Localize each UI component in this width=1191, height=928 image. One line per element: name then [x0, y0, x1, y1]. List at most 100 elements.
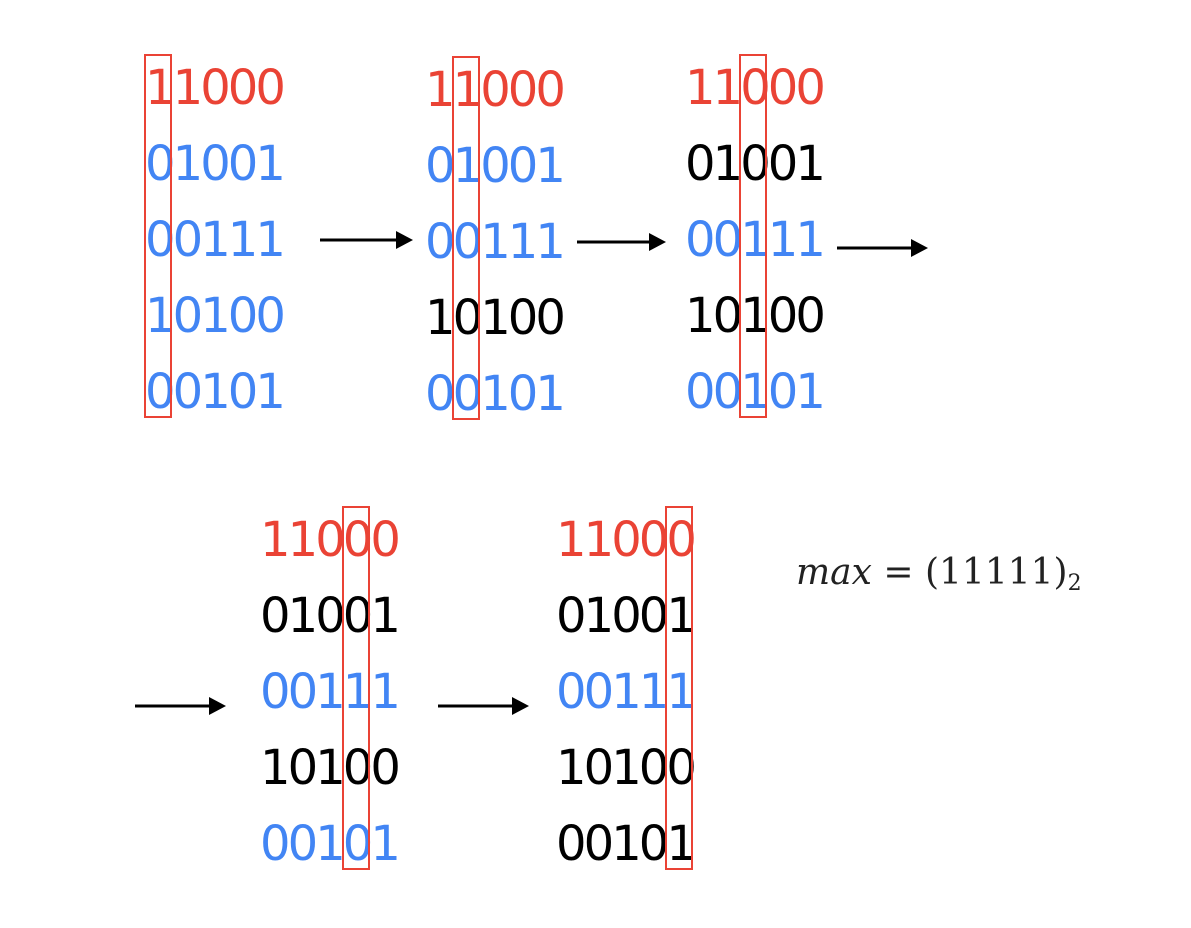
bit-digit: 0 — [227, 364, 259, 420]
bit-digit: 1 — [255, 136, 286, 192]
bit-digit: 0 — [767, 136, 799, 192]
column-highlight-box — [341, 506, 370, 870]
bit-digit: 1 — [200, 212, 231, 268]
max-formula: max = (11111)2 — [796, 552, 1082, 596]
bit-digit: 1 — [583, 512, 615, 568]
bit-digit: 1 — [425, 62, 456, 118]
bit-digit: 1 — [200, 364, 231, 420]
bit-digit: 0 — [638, 512, 670, 568]
bit-digit: 1 — [767, 212, 799, 268]
bit-digit: 1 — [685, 60, 716, 116]
bit-digit: 0 — [370, 512, 401, 568]
bit-digit: 0 — [583, 740, 615, 796]
bit-row: 01001 — [685, 134, 826, 194]
bit-digit: 0 — [287, 664, 319, 720]
bit-digit: 0 — [200, 60, 231, 116]
column-highlight-box — [451, 56, 480, 420]
bit-digit: 1 — [425, 290, 456, 346]
bit-digit: 0 — [583, 816, 615, 872]
bit-digit: 0 — [425, 214, 456, 270]
bit-digit: 1 — [255, 212, 286, 268]
bit-digit: 0 — [287, 740, 319, 796]
bit-row: 11000 — [556, 510, 697, 570]
bit-digit: 0 — [260, 664, 291, 720]
bit-digit: 1 — [260, 740, 291, 796]
bit-digit: 0 — [315, 512, 346, 568]
bit-digit: 1 — [795, 212, 826, 268]
bit-row: 11000 — [145, 58, 286, 118]
bit-digit: 0 — [370, 740, 401, 796]
arrow-icon — [577, 233, 666, 251]
bit-digit: 1 — [287, 588, 319, 644]
bit-digit: 0 — [260, 588, 291, 644]
bit-digit: 0 — [507, 138, 539, 194]
bit-digit: 0 — [638, 740, 670, 796]
bit-digit: 1 — [507, 214, 539, 270]
bit-row: 00101 — [260, 814, 401, 874]
bit-digit: 1 — [260, 512, 291, 568]
bit-digit: 0 — [767, 60, 799, 116]
bit-digit: 0 — [535, 62, 566, 118]
bit-digit: 0 — [638, 816, 670, 872]
bit-digit: 0 — [480, 62, 511, 118]
bit-digit: 0 — [255, 288, 286, 344]
bit-digit: 0 — [712, 212, 744, 268]
bit-digit: 0 — [685, 212, 716, 268]
bit-digit: 1 — [370, 816, 401, 872]
bit-digit: 1 — [535, 214, 566, 270]
bit-digit: 0 — [507, 62, 539, 118]
formula-equals: = — [883, 552, 914, 593]
column-highlight-box — [739, 54, 768, 418]
bit-digit: 0 — [685, 136, 716, 192]
bit-digit: 1 — [556, 740, 587, 796]
bit-digit: 1 — [172, 60, 204, 116]
bit-digit: 1 — [172, 136, 204, 192]
bit-digit: 0 — [611, 588, 642, 644]
bit-digit: 0 — [260, 816, 291, 872]
bit-digit: 0 — [172, 288, 204, 344]
bit-digit: 0 — [315, 588, 346, 644]
bit-digit: 1 — [480, 214, 511, 270]
bit-digit: 1 — [583, 588, 615, 644]
bit-digit: 1 — [685, 288, 716, 344]
bit-digit: 0 — [255, 60, 286, 116]
bit-digit: 0 — [556, 664, 587, 720]
arrow-icon — [837, 239, 928, 257]
bit-digit: 1 — [795, 136, 826, 192]
bit-digit: 1 — [712, 60, 744, 116]
bit-digit: 1 — [370, 588, 401, 644]
bit-row: 00111 — [425, 212, 566, 272]
bit-digit: 1 — [535, 138, 566, 194]
bit-digit: 0 — [556, 816, 587, 872]
arrow-icon — [135, 697, 226, 715]
bit-digit: 0 — [507, 366, 539, 422]
bit-row: 00101 — [685, 362, 826, 422]
bit-digit: 1 — [200, 288, 231, 344]
bit-row: 01001 — [260, 586, 401, 646]
bit-digit: 1 — [611, 816, 642, 872]
bit-row: 00101 — [145, 362, 286, 422]
bit-digit: 0 — [712, 288, 744, 344]
bit-digit: 1 — [611, 740, 642, 796]
bit-digit: 1 — [611, 664, 642, 720]
bit-digit: 1 — [227, 212, 259, 268]
bit-digit: 0 — [795, 60, 826, 116]
bit-digit: 1 — [315, 664, 346, 720]
bit-digit: 0 — [535, 290, 566, 346]
arrow-icon — [320, 231, 413, 249]
bit-digit: 0 — [227, 136, 259, 192]
bit-digit: 1 — [712, 136, 744, 192]
bit-digit: 0 — [767, 364, 799, 420]
formula-variable: max — [796, 552, 872, 593]
column-highlight-box — [144, 54, 172, 418]
bit-digit: 0 — [712, 364, 744, 420]
bit-digit: 0 — [227, 288, 259, 344]
bit-digit: 0 — [227, 60, 259, 116]
bit-digit: 0 — [611, 512, 642, 568]
bit-digit: 0 — [767, 288, 799, 344]
bit-row: 01001 — [425, 136, 566, 196]
bit-row: 10100 — [260, 738, 401, 798]
bit-digit: 0 — [638, 588, 670, 644]
formula-base: 2 — [1067, 571, 1082, 596]
